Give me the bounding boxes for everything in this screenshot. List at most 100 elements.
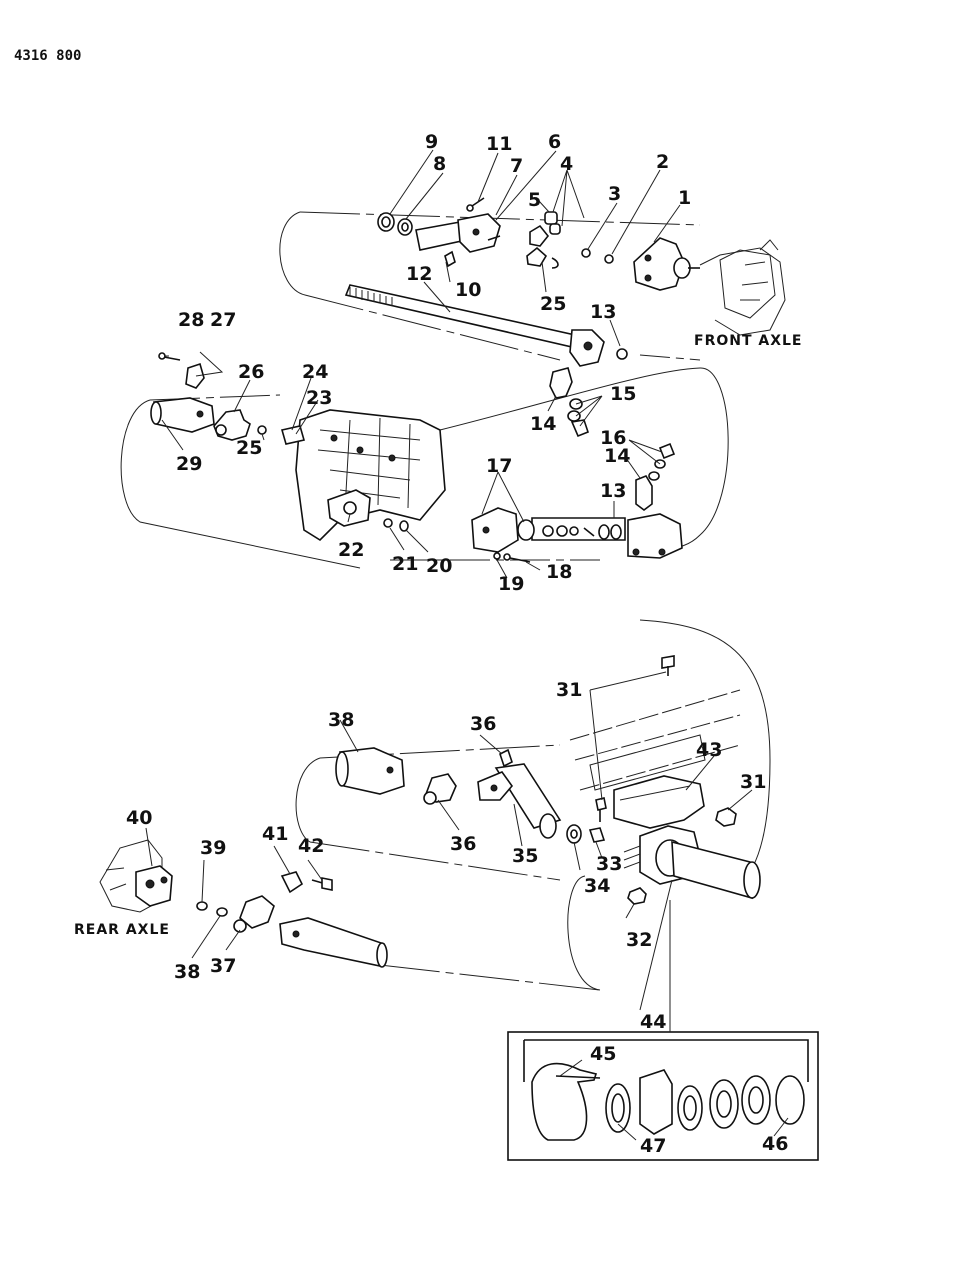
callout-26: 27 — [210, 309, 236, 331]
callout-16: 17 — [486, 455, 512, 477]
part-24-washer — [257, 425, 267, 435]
crossmember-sketch — [569, 689, 741, 791]
callout-11: 11 — [486, 133, 512, 155]
part-42-bolt — [311, 877, 333, 891]
callout-17: 18 — [546, 561, 572, 583]
part-14-bearing-right — [635, 475, 653, 511]
rear-axle-sketch — [99, 839, 173, 913]
callout-10: 10 — [455, 279, 481, 301]
part-9-cap — [377, 212, 395, 232]
callout-34: 35 — [512, 845, 538, 867]
figure-code: 4316 800 — [14, 48, 81, 64]
callout-18: 19 — [498, 573, 524, 595]
callout-3: 3 — [608, 183, 621, 205]
part-37-tube-yoke — [335, 747, 405, 795]
callout-43: 43 — [696, 739, 722, 761]
part-13-ball — [616, 348, 628, 360]
part-27-bolt — [158, 352, 181, 361]
part-10-grease-fitting — [444, 250, 456, 268]
callout-22: 23 — [306, 387, 332, 409]
callout-14-a: 14 — [530, 413, 556, 435]
double-cardan-yoke — [627, 513, 683, 559]
leader-lines — [145, 149, 789, 1141]
callout-38: 38 — [174, 961, 200, 983]
callout-42: 42 — [298, 835, 324, 857]
part-2-washer — [604, 254, 614, 264]
callout-44: 44 — [640, 1011, 666, 1033]
front-shaft-phantom-outline — [279, 211, 701, 361]
callout-27: 28 — [178, 309, 204, 331]
part-15-caps-right — [648, 442, 676, 481]
part-15-caps-upper — [567, 398, 589, 438]
part-29-bolts — [595, 655, 675, 822]
callout-31-lower: 32 — [626, 929, 652, 951]
part-18-washer — [493, 552, 501, 560]
part-36-u-joint-lower — [233, 895, 275, 933]
callout-47: 47 — [640, 1135, 666, 1157]
callout-14-b: 14 — [604, 445, 630, 467]
part-33-seal — [566, 824, 582, 844]
callout-31-right: 31 — [740, 771, 766, 793]
part-3-washer — [581, 248, 591, 258]
callout-39: 39 — [200, 837, 226, 859]
callout-24: 25 — [236, 437, 262, 459]
part-44-kit-inset — [507, 1031, 819, 1161]
callout-40: 40 — [126, 807, 152, 829]
part-31-nut-lower — [627, 887, 647, 905]
callout-37: 38 — [328, 709, 354, 731]
callout-2: 2 — [656, 151, 669, 173]
rear-axle-label: REAR AXLE — [74, 922, 170, 938]
callout-33: 34 — [584, 875, 610, 897]
callout-15-a: 15 — [610, 383, 636, 405]
callout-28: 29 — [176, 453, 202, 475]
part-34-slip-yoke — [477, 763, 562, 839]
transfer-case — [280, 409, 446, 542]
rear-tube-yoke — [279, 917, 388, 968]
callout-5: 5 — [528, 189, 541, 211]
callout-9: 9 — [425, 131, 438, 153]
callout-numbers: 9 8 11 7 6 4 5 2 3 1 10 25 12 13 15 14 1… — [126, 131, 788, 1157]
part-25-u-joint-left — [213, 409, 251, 441]
callout-25-left: 26 — [238, 361, 264, 383]
part-20-seal — [383, 518, 393, 528]
part-11-bolt — [466, 197, 485, 212]
callout-46: 46 — [762, 1133, 788, 1155]
callout-41: 41 — [262, 823, 288, 845]
part-13-centering-kit — [531, 517, 626, 541]
part-4-5-bearing-caps — [526, 211, 561, 269]
part-43-bracket — [613, 775, 705, 829]
part-6-7-slip-yoke — [415, 213, 501, 253]
part-35-grease-fitting — [499, 748, 513, 768]
callout-1: 1 — [678, 187, 691, 209]
part-16-flange-yoke — [471, 507, 535, 553]
callout-45: 45 — [590, 1043, 616, 1065]
callout-23: 24 — [302, 361, 328, 383]
part-44-center-bearing — [623, 825, 761, 900]
part-32-nut — [588, 827, 606, 843]
part-41-strap — [280, 871, 304, 894]
front-axle-sketch — [699, 239, 786, 336]
callout-25-top: 25 — [540, 293, 566, 315]
callout-19: 20 — [426, 555, 452, 577]
callout-36-upper: 36 — [450, 833, 476, 855]
callout-4: 4 — [560, 153, 573, 175]
part-28-slip-yoke — [150, 397, 215, 433]
part-14-bearing-upper — [549, 367, 573, 399]
callout-21: 22 — [338, 539, 364, 561]
part-36-u-joint-upper — [423, 773, 457, 805]
part-19-washer — [399, 520, 409, 532]
callout-13-top: 13 — [590, 301, 616, 323]
part-12-front-driveshaft — [344, 284, 605, 367]
part-38-washer — [216, 907, 228, 917]
callout-36-lower: 37 — [210, 955, 236, 977]
callout-13-bottom: 13 — [600, 480, 626, 502]
part-31-nut-right — [715, 807, 737, 827]
front-axle-label: FRONT AXLE — [694, 333, 803, 349]
part-39-nut — [196, 901, 208, 911]
part-8-seal — [397, 218, 413, 236]
part-26-strap — [185, 362, 205, 389]
callout-20: 21 — [392, 553, 418, 575]
callout-35: 36 — [470, 713, 496, 735]
